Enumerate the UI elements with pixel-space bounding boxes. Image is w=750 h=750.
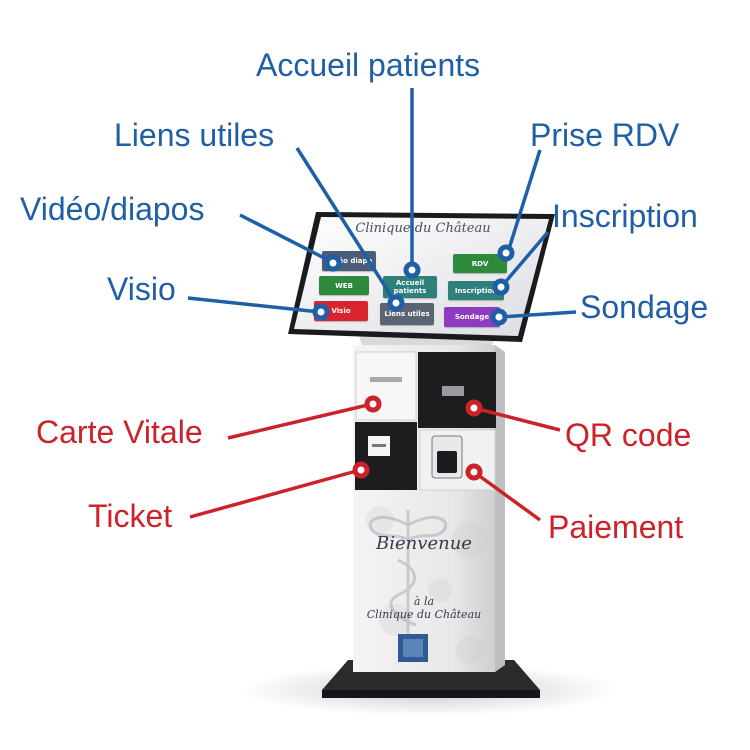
callout-sondage: Sondage [580, 289, 709, 325]
callout-qr-code: QR code [565, 417, 692, 453]
base-plate-edge [322, 690, 540, 698]
caduceus-watermark-icon [368, 510, 448, 640]
kiosk-column-side [495, 345, 505, 672]
tile-inscription[interactable]: Inscription [448, 281, 504, 300]
callout-video-diapos: Vidéo/diapos [20, 191, 205, 227]
panel-a-la: à la [413, 595, 435, 608]
clinic-logo-inner [403, 639, 423, 657]
payment-terminal-screen [437, 451, 457, 473]
panel-bienvenue: Bienvenue [376, 533, 472, 554]
panel-pattern [366, 506, 488, 664]
printer-slot [372, 444, 386, 447]
card-slot-icon [370, 377, 402, 382]
callout-carte-vitale: Carte Vitale [36, 414, 203, 450]
callout-prise-rdv: Prise RDV [530, 117, 680, 153]
card-module [355, 351, 417, 421]
tile-accueil-patients[interactable]: Accueil patients [383, 276, 437, 298]
panel-clinique: Clinique du Château [366, 608, 482, 621]
tile-sondage[interactable]: Sondage [444, 307, 500, 327]
callout-accueil-patients: Accueil patients [256, 47, 481, 83]
callout-ticket: Ticket [88, 498, 173, 534]
tile-liens-utiles[interactable]: Liens utiles [380, 303, 434, 325]
callout-liens-utiles: Liens utiles [114, 117, 275, 153]
callout-paiement: Paiement [548, 509, 684, 545]
qr-reader-icon [442, 386, 464, 396]
callout-inscription: Inscription [552, 198, 698, 234]
tile-video-diapo[interactable]: Vidéo diapo [322, 251, 376, 271]
screen-title: Clinique du Château [355, 221, 491, 236]
tile-web[interactable]: WEB [319, 276, 369, 295]
tile-rdv[interactable]: RDV [453, 254, 507, 273]
callout-visio: Visio [107, 271, 176, 307]
tile-visio[interactable]: Visio [314, 301, 368, 321]
